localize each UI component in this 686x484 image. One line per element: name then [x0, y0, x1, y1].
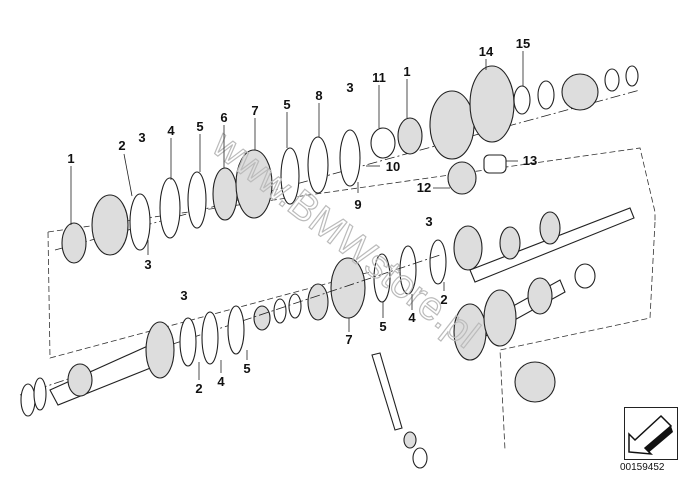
callout-label: 3	[138, 130, 145, 145]
callouts-lower: 3 2 4 5	[180, 288, 250, 396]
callout-label: 11	[372, 70, 386, 85]
callout-label: 5	[283, 97, 290, 112]
callout-label: 2	[195, 381, 202, 396]
callouts-upper: 1 2 3 4 5 6 7 5 8 3 11 1 14 15 10 9 12 1…	[67, 36, 537, 225]
callouts-middle: 3 3 2 4 5 7	[144, 214, 447, 347]
callout-label: 13	[523, 153, 537, 168]
callout-label: 1	[403, 64, 410, 79]
upper-assembly	[61, 65, 639, 264]
callout-label: 4	[217, 374, 225, 389]
callout-label: 4	[408, 310, 416, 325]
callout-label: 2	[118, 138, 125, 153]
navigation-arrow-button[interactable]	[624, 407, 678, 460]
arrow-down-left-icon	[628, 414, 673, 455]
callout-label: 4	[167, 123, 175, 138]
upper-axis	[54, 89, 641, 251]
callout-label: 3	[144, 257, 151, 272]
image-code: 00159452	[620, 462, 665, 473]
callout-label: 3	[346, 80, 353, 95]
callout-label: 5	[196, 119, 203, 134]
callout-label: 1	[67, 151, 74, 166]
callout-label: 15	[516, 36, 530, 51]
callout-label: 5	[243, 361, 250, 376]
callout-label: 6	[220, 110, 227, 125]
callout-label: 7	[345, 332, 352, 347]
middle-assembly	[253, 207, 635, 469]
callout-label: 7	[251, 103, 258, 118]
group-frame	[47, 231, 371, 359]
group-frame	[499, 221, 656, 451]
callout-label: 10	[386, 159, 400, 174]
group-frame	[47, 147, 656, 233]
lower-assembly	[20, 305, 245, 417]
callout-label: 2	[440, 292, 447, 307]
callout-label: 3	[180, 288, 187, 303]
callout-label: 3	[425, 214, 432, 229]
callout-label: 5	[379, 319, 386, 334]
callout-label: 12	[417, 180, 431, 195]
callout-label: 8	[315, 88, 322, 103]
callout-label: 9	[354, 197, 361, 212]
callout-label: 14	[479, 44, 494, 59]
